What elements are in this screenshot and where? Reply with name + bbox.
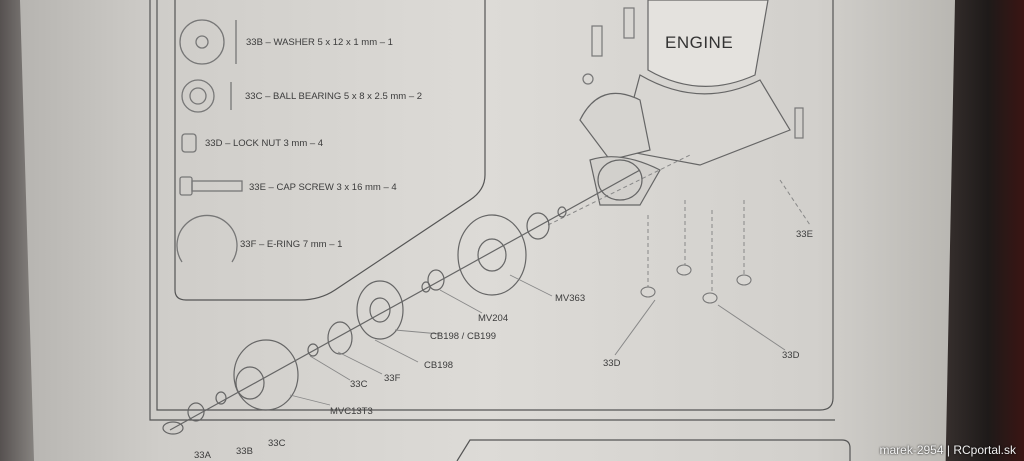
screw-icon [591, 25, 603, 57]
clutch-bell-icon [356, 280, 404, 340]
engine-drawing [579, 0, 791, 206]
label-33b: 33B [236, 446, 253, 457]
ball-bearing-icon [181, 79, 215, 113]
flywheel-icon [233, 339, 299, 411]
lock-nut-icon [640, 286, 656, 298]
label-33a: 33A [194, 450, 212, 461]
cap-screw-icon [179, 176, 193, 196]
lock-nut-icon [181, 133, 197, 153]
manual-page [20, 0, 955, 461]
watermark: marek-2954 | RCportal.sk [879, 443, 1017, 457]
label-cb198: CB198 [424, 360, 453, 371]
legend-item-33e: 33E – CAP SCREW 3 x 16 mm – 4 [249, 182, 397, 193]
label-mv204: MV204 [478, 313, 508, 324]
label-33d-right: 33D [782, 350, 800, 361]
legend-item-33f: 33F – E-RING 7 mm – 1 [240, 239, 342, 250]
legend-box [174, 0, 486, 301]
engine-label: ENGINE [665, 33, 733, 52]
washer-icon [179, 19, 225, 65]
spur-gear-icon [457, 214, 527, 296]
label-33d-left: 33D [603, 358, 621, 369]
e-ring-icon [176, 214, 238, 263]
label-mvc13t3: MVC13T3 [330, 406, 373, 417]
label-33e: 33E [796, 229, 813, 240]
legend-item-33d: 33D – LOCK NUT 3 mm – 4 [205, 138, 323, 149]
clutch-assembly [162, 159, 643, 435]
label-cb198-cb199: CB198 / CB199 [430, 331, 496, 342]
label-33c-bottom: 33C [268, 438, 286, 449]
legend-item-33c: 33C – BALL BEARING 5 x 8 x 2.5 mm – 2 [245, 91, 422, 102]
label-33f: 33F [384, 373, 401, 384]
label-33c-mid: 33C [350, 379, 368, 390]
label-mv363: MV363 [555, 293, 585, 304]
legend-item-33b: 33B – WASHER 5 x 12 x 1 mm – 1 [246, 37, 393, 48]
